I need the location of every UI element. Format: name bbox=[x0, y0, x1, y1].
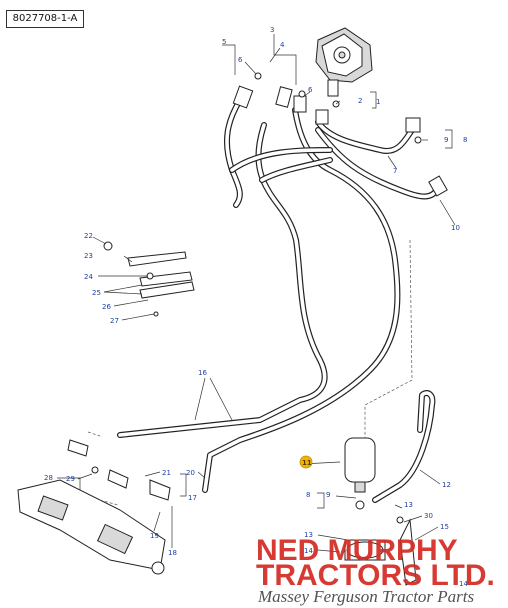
callout-18: 18 bbox=[168, 549, 177, 557]
callout-25: 25 bbox=[92, 289, 101, 297]
callout-2: 2 bbox=[358, 97, 362, 105]
callout-8a: 8 bbox=[463, 136, 467, 144]
callout-19: 19 bbox=[150, 532, 159, 540]
pump-assembly bbox=[315, 27, 373, 97]
callout-14b: 14 bbox=[459, 580, 468, 588]
steering-cylinder bbox=[17, 439, 171, 575]
callout-6a: 6 bbox=[238, 56, 243, 64]
highlight-marker bbox=[299, 455, 313, 469]
accumulator bbox=[344, 437, 376, 493]
callout-29: 29 bbox=[66, 475, 75, 483]
watermark-tagline: Massey Ferguson Tractor Parts bbox=[257, 587, 475, 606]
callout-26: 26 bbox=[102, 303, 111, 311]
callout-13b: 13 bbox=[304, 531, 313, 539]
watermark-line1: NED MURPHY bbox=[256, 534, 458, 567]
callout-14a: 14 bbox=[304, 547, 313, 555]
callout-5: 5 bbox=[222, 38, 226, 46]
bracket-kit bbox=[103, 241, 195, 317]
callout-30: 30 bbox=[424, 512, 433, 520]
callout-6b: 6 bbox=[308, 86, 313, 94]
fittings-top bbox=[232, 72, 448, 197]
callout-24: 24 bbox=[84, 273, 93, 281]
callout-12: 12 bbox=[442, 481, 451, 489]
callout-10: 10 bbox=[451, 224, 460, 232]
hose-group bbox=[117, 97, 441, 503]
callout-20: 20 bbox=[186, 469, 195, 477]
callout-16: 16 bbox=[198, 369, 207, 377]
callout-13a: 13 bbox=[404, 501, 413, 509]
callout-11: 11 bbox=[302, 459, 312, 467]
callout-23: 23 bbox=[84, 252, 93, 260]
callout-7: 7 bbox=[393, 167, 397, 175]
callout-labels: 5 3 4 6 6 2 1 9 8 7 10 22 23 24 25 26 27… bbox=[44, 26, 468, 588]
callout-1: 1 bbox=[376, 98, 380, 106]
leader-lines bbox=[57, 34, 456, 553]
callout-17: 17 bbox=[188, 494, 197, 502]
watermark: NED MURPHY TRACTORS LTD. Massey Ferguson… bbox=[256, 534, 495, 606]
reference-code-label: 8027708-1-A bbox=[6, 10, 84, 28]
callout-3: 3 bbox=[270, 26, 274, 34]
mount-bracket bbox=[344, 500, 417, 586]
callout-27: 27 bbox=[110, 317, 119, 325]
callout-21: 21 bbox=[162, 469, 171, 477]
callout-4: 4 bbox=[280, 41, 285, 49]
callout-9b: 9 bbox=[326, 491, 330, 499]
watermark-line2: TRACTORS LTD. bbox=[256, 559, 495, 592]
callout-28: 28 bbox=[44, 474, 53, 482]
callout-9a: 9 bbox=[444, 136, 448, 144]
callout-8b: 8 bbox=[306, 491, 310, 499]
callout-15: 15 bbox=[440, 523, 449, 531]
callout-22: 22 bbox=[84, 232, 93, 240]
